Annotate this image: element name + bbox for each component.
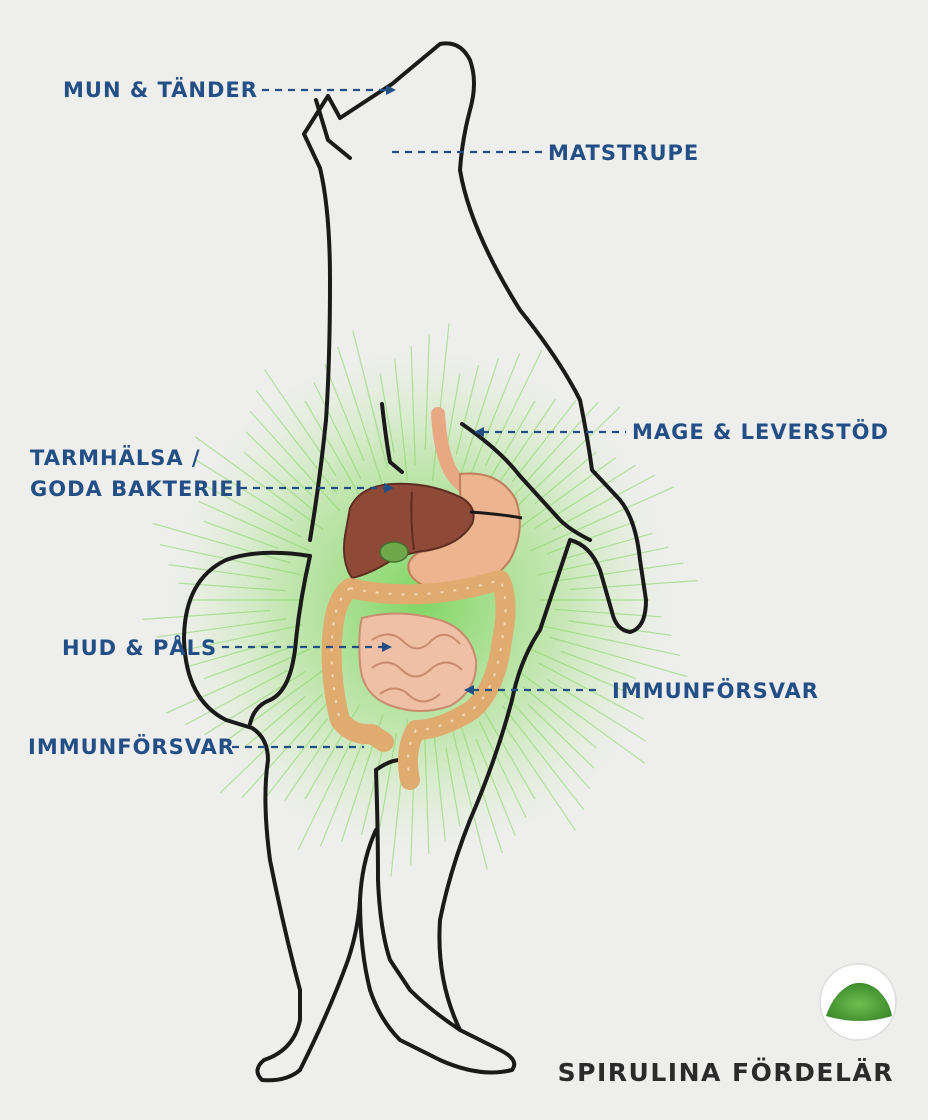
glow-ray bbox=[304, 400, 361, 497]
label-skin: HUD & PÅLS bbox=[62, 636, 218, 660]
glow-ray bbox=[264, 369, 337, 476]
glow-ray bbox=[516, 457, 617, 530]
glow-ray bbox=[203, 645, 294, 680]
glow-ray bbox=[195, 480, 302, 538]
glow-ray bbox=[319, 724, 370, 847]
label-mouth: MUN & TÄNDER bbox=[63, 78, 258, 102]
glow-ray bbox=[255, 390, 338, 494]
glow-ray bbox=[168, 564, 272, 580]
glow-ray bbox=[549, 636, 688, 678]
glow-ray bbox=[537, 624, 681, 656]
glow-ray bbox=[198, 501, 311, 552]
glow-ray bbox=[534, 464, 636, 529]
glow-ray bbox=[529, 486, 675, 552]
glow-ray bbox=[534, 451, 597, 505]
glow-ray bbox=[511, 399, 577, 483]
label-immune-right: IMMUNFÖRSVAR bbox=[612, 679, 819, 703]
glow-ray bbox=[478, 721, 527, 818]
glow-ray bbox=[360, 745, 385, 835]
glow-ray bbox=[424, 734, 430, 854]
glow-ray bbox=[171, 624, 303, 654]
leader-lines bbox=[222, 88, 626, 749]
liver bbox=[343, 482, 475, 580]
glow-ray bbox=[552, 474, 656, 531]
glow-ray bbox=[475, 738, 516, 836]
glow-ray bbox=[184, 669, 288, 726]
glow-ray bbox=[424, 334, 430, 451]
small-intestine bbox=[358, 612, 478, 712]
label-stomach-liver: MAGE & LEVERSTÖD bbox=[632, 420, 889, 444]
glow-ray bbox=[352, 330, 388, 470]
glow-ray bbox=[243, 695, 306, 749]
glow-ray bbox=[523, 686, 597, 749]
glow-ray bbox=[456, 713, 503, 854]
footer-title: SPIRULINA FÖRDELÄR bbox=[557, 1058, 894, 1087]
glow-ray bbox=[379, 373, 395, 453]
glow-ray bbox=[249, 410, 341, 512]
gallbladder bbox=[379, 541, 409, 563]
glow-ray bbox=[538, 662, 645, 720]
glow-ray bbox=[337, 346, 384, 487]
label-esophagus: MATSTRUPE bbox=[548, 141, 700, 165]
glow-ray bbox=[297, 734, 355, 851]
glow-ray bbox=[394, 359, 409, 481]
glow-ray bbox=[560, 650, 637, 680]
glow-ray bbox=[241, 688, 341, 799]
spirulina-powder-icon bbox=[819, 963, 897, 1041]
glow-ray bbox=[503, 724, 576, 831]
large-intestine bbox=[321, 570, 516, 790]
glow-ray bbox=[569, 580, 698, 591]
glow-ray bbox=[324, 364, 365, 462]
glow-ray bbox=[142, 609, 271, 620]
glow-ray bbox=[431, 323, 450, 481]
glow-ray bbox=[152, 522, 291, 564]
label-immune-left: IMMUNFÖRSVAR bbox=[28, 735, 235, 759]
cat-outline bbox=[182, 41, 648, 1083]
glow-ray bbox=[516, 670, 646, 764]
organs bbox=[321, 407, 523, 790]
glow-ray bbox=[494, 399, 556, 489]
label-gut-line2: GODA BAKTERIEI bbox=[30, 477, 244, 501]
glow-ray bbox=[410, 346, 416, 466]
glow-ray bbox=[313, 382, 362, 479]
glow-ray bbox=[546, 520, 637, 555]
glow-ray bbox=[187, 640, 276, 668]
glow-ray bbox=[502, 706, 585, 810]
glow-ray bbox=[219, 693, 324, 794]
glow-ray bbox=[263, 717, 329, 801]
leader-arrows bbox=[382, 85, 484, 695]
glow-ray bbox=[485, 349, 543, 466]
glow-ray bbox=[553, 562, 684, 582]
glow-ray bbox=[479, 703, 536, 800]
glow-ray bbox=[243, 451, 317, 514]
glow-ray bbox=[529, 648, 642, 699]
glow-ray bbox=[499, 688, 591, 790]
glow-ray bbox=[156, 618, 287, 638]
label-gut-line1: TARMHÄLSA / bbox=[30, 446, 201, 470]
glow-ray bbox=[499, 401, 599, 512]
glow-ray bbox=[431, 719, 446, 841]
glow-ray bbox=[203, 520, 280, 550]
glow-ray bbox=[456, 358, 500, 487]
glow-ray bbox=[527, 703, 595, 769]
glow-ray bbox=[445, 747, 461, 827]
glow-ray bbox=[470, 353, 521, 476]
glow-ray bbox=[455, 365, 480, 455]
glow-ray bbox=[194, 436, 324, 530]
glow-ray bbox=[194, 458, 294, 522]
glow-ray bbox=[165, 648, 311, 714]
glow-ray bbox=[379, 732, 398, 827]
glow-ray bbox=[223, 670, 324, 743]
glow-ray bbox=[245, 431, 313, 497]
glow-ray bbox=[452, 730, 488, 870]
